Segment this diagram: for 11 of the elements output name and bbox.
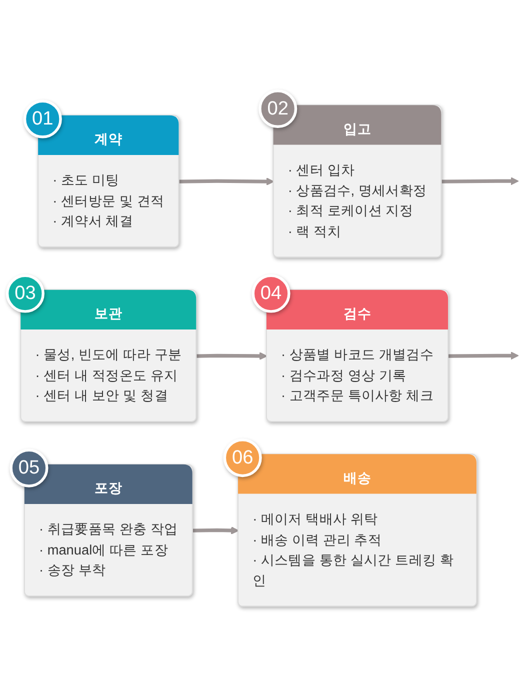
node-circle: 01 (23, 100, 62, 138)
node-circle: 04 (252, 274, 290, 313)
arrow (442, 177, 519, 186)
node-circle: 03 (6, 274, 44, 313)
node-circle: 05 (10, 448, 48, 488)
arrow (448, 352, 519, 360)
node-circle: 06 (223, 438, 262, 478)
arrow (196, 352, 268, 360)
node-circle: 02 (258, 89, 298, 128)
arrow (192, 526, 239, 534)
arrow (179, 178, 274, 186)
